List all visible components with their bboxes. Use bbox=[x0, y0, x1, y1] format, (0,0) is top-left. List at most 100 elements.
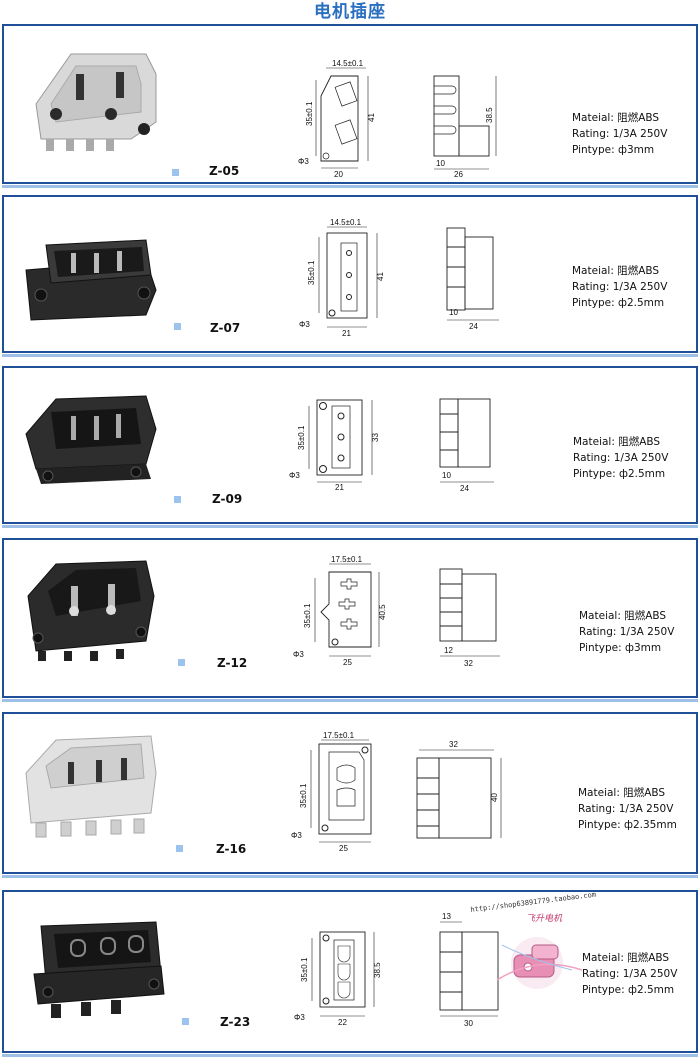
product-photo bbox=[16, 44, 166, 169]
dim-width: 25 bbox=[343, 658, 352, 667]
dim-side-width: 30 bbox=[464, 1019, 473, 1028]
dim-hole: Φ3 bbox=[293, 650, 304, 659]
dim-vertical: 35±0.1 bbox=[299, 783, 308, 808]
product-card-z16: Z-16 17.5±0.1 35±0.1 25 Φ3 32 40 M bbox=[2, 712, 698, 878]
side-drawing: 10 24 bbox=[439, 225, 509, 335]
dim-hole: Φ3 bbox=[299, 320, 310, 329]
dim-width: 20 bbox=[334, 170, 343, 179]
dim-hole: Φ3 bbox=[291, 831, 302, 840]
bullet-icon bbox=[178, 659, 185, 666]
spec-block: Mateial: 阻燃ABS Rating: 1/3A 250V Pintype… bbox=[572, 263, 667, 311]
side-drawing: 13 30 bbox=[432, 910, 507, 1030]
dim-vertical: 35±0.1 bbox=[305, 101, 314, 126]
model-number: Z-16 bbox=[216, 842, 247, 856]
dim-side-a: 10 bbox=[442, 471, 451, 480]
pintype-spec: Pintype: ф3mm bbox=[572, 144, 655, 156]
dim-height: 41 bbox=[367, 113, 376, 122]
side-drawing: 12 32 bbox=[434, 566, 509, 671]
dim-width: 22 bbox=[338, 1018, 347, 1027]
watermark-shop: 飞升电机 bbox=[526, 914, 563, 924]
rating-spec: Rating: 1/3A 250V bbox=[572, 281, 668, 293]
dim-height: 33 bbox=[371, 433, 380, 442]
product-card-z09: Z-09 35±0.1 33 21 Φ3 10 24 Mateial: 阻燃AB… bbox=[2, 366, 698, 528]
model-number: Z-12 bbox=[217, 656, 248, 670]
dim-top: 17.5±0.1 bbox=[331, 555, 363, 564]
material-spec: Mateial: 阻燃ABS bbox=[572, 265, 660, 277]
product-photo bbox=[16, 384, 166, 509]
material-spec: Mateial: 阻燃ABS bbox=[573, 436, 661, 448]
front-drawing: 35±0.1 33 21 Φ3 bbox=[287, 392, 387, 492]
model-number: Z-23 bbox=[220, 1015, 251, 1029]
rating-spec: Rating: 1/3A 250V bbox=[573, 452, 669, 464]
material-spec: Mateial: 阻燃ABS bbox=[572, 112, 660, 124]
dim-hole: Φ3 bbox=[289, 471, 300, 480]
product-card-z05: Z-05 14.5±0.1 35±0.1 41 20 Φ3 38.5 10 bbox=[2, 24, 698, 188]
product-card-z12: Z-12 17.5±0.1 35±0.1 40.5 25 Φ3 12 bbox=[2, 538, 698, 702]
material-spec: Mateial: 阻燃ABS bbox=[578, 787, 666, 799]
product-photo bbox=[16, 728, 166, 853]
bullet-icon bbox=[174, 323, 181, 330]
pintype-spec: Pintype: ф2.5mm bbox=[582, 984, 675, 996]
dim-vertical: 35±0.1 bbox=[300, 957, 309, 982]
product-photo bbox=[16, 904, 166, 1029]
bullet-icon bbox=[172, 169, 179, 176]
bullet-icon bbox=[176, 845, 183, 852]
dim-width: 25 bbox=[339, 844, 348, 853]
front-drawing: 17.5±0.1 35±0.1 40.5 25 Φ3 bbox=[291, 552, 391, 670]
dim-side-a: 10 bbox=[449, 308, 458, 317]
dim-side-width: 26 bbox=[454, 170, 463, 179]
front-drawing: 14.5±0.1 35±0.1 41 20 Φ3 bbox=[296, 56, 396, 181]
dim-height: 41 bbox=[376, 272, 385, 281]
product-card-z23: Z-23 35±0.1 38.5 22 Φ3 13 30 Mateial: 阻燃… bbox=[2, 890, 698, 1057]
model-number: Z-09 bbox=[212, 492, 243, 506]
spec-block: Mateial: 阻燃ABS Rating: 1/3A 250V Pintype… bbox=[573, 434, 668, 482]
material-spec: Mateial: 阻燃ABS bbox=[579, 610, 667, 622]
dim-side-width: 24 bbox=[460, 484, 469, 493]
dim-top: 17.5±0.1 bbox=[323, 731, 355, 740]
page-title: 电机插座 bbox=[314, 2, 386, 22]
dim-hole: Φ3 bbox=[298, 157, 309, 166]
rating-spec: Rating: 1/3A 250V bbox=[579, 626, 675, 638]
front-drawing: 14.5±0.1 35±0.1 41 21 Φ3 bbox=[297, 215, 397, 340]
side-drawing: 38.5 10 26 bbox=[424, 71, 504, 181]
pintype-spec: Pintype: ф2.5mm bbox=[573, 468, 666, 480]
dim-side-width: 32 bbox=[464, 659, 473, 668]
spec-block: Mateial: 阻燃ABS Rating: 1/3A 250V Pintype… bbox=[579, 608, 674, 656]
bullet-icon bbox=[182, 1018, 189, 1025]
dim-side-width: 24 bbox=[469, 322, 478, 331]
pintype-spec: Pintype: ф2.5mm bbox=[572, 297, 665, 309]
pintype-spec: Pintype: ф2.35mm bbox=[578, 819, 677, 831]
dim-width: 21 bbox=[342, 329, 351, 338]
side-drawing: 10 24 bbox=[434, 396, 504, 496]
dim-side-a: 12 bbox=[444, 646, 453, 655]
front-drawing: 35±0.1 38.5 22 Φ3 bbox=[292, 922, 392, 1032]
dim-top: 14.5±0.1 bbox=[332, 59, 364, 68]
dim-height: 40.5 bbox=[378, 604, 387, 620]
dim-side-height: 38.5 bbox=[485, 107, 494, 123]
rating-spec: Rating: 1/3A 250V bbox=[582, 968, 678, 980]
dim-hole: Φ3 bbox=[294, 1013, 305, 1022]
spec-block: Mateial: 阻燃ABS Rating: 1/3A 250V Pintype… bbox=[578, 785, 677, 833]
material-spec: Mateial: 阻燃ABS bbox=[582, 952, 670, 964]
rating-spec: Rating: 1/3A 250V bbox=[578, 803, 674, 815]
dim-top: 14.5±0.1 bbox=[330, 218, 362, 227]
spec-block: Mateial: 阻燃ABS Rating: 1/3A 250V Pintype… bbox=[572, 110, 667, 158]
product-card-z07: Z-07 14.5±0.1 35±0.1 41 21 Φ3 10 24 bbox=[2, 195, 698, 357]
product-photo bbox=[16, 215, 166, 340]
product-photo bbox=[16, 556, 166, 681]
side-drawing: 32 40 bbox=[409, 736, 509, 851]
dim-height: 38.5 bbox=[373, 962, 382, 978]
dim-vertical: 35±0.1 bbox=[307, 260, 316, 285]
dim-side-a: 13 bbox=[442, 912, 451, 921]
rating-spec: Rating: 1/3A 250V bbox=[572, 128, 668, 140]
dim-side-a: 10 bbox=[436, 159, 445, 168]
model-number: Z-05 bbox=[209, 164, 240, 178]
watermark-logo: 飞升电机 bbox=[492, 914, 583, 995]
dim-side-top: 32 bbox=[449, 740, 458, 749]
spec-block: Mateial: 阻燃ABS Rating: 1/3A 250V Pintype… bbox=[582, 950, 677, 998]
dim-side-height: 40 bbox=[490, 793, 499, 802]
dim-vertical: 35±0.1 bbox=[297, 425, 306, 450]
bullet-icon bbox=[174, 496, 181, 503]
model-number: Z-07 bbox=[210, 321, 241, 335]
front-drawing: 17.5±0.1 35±0.1 25 Φ3 bbox=[289, 730, 389, 855]
